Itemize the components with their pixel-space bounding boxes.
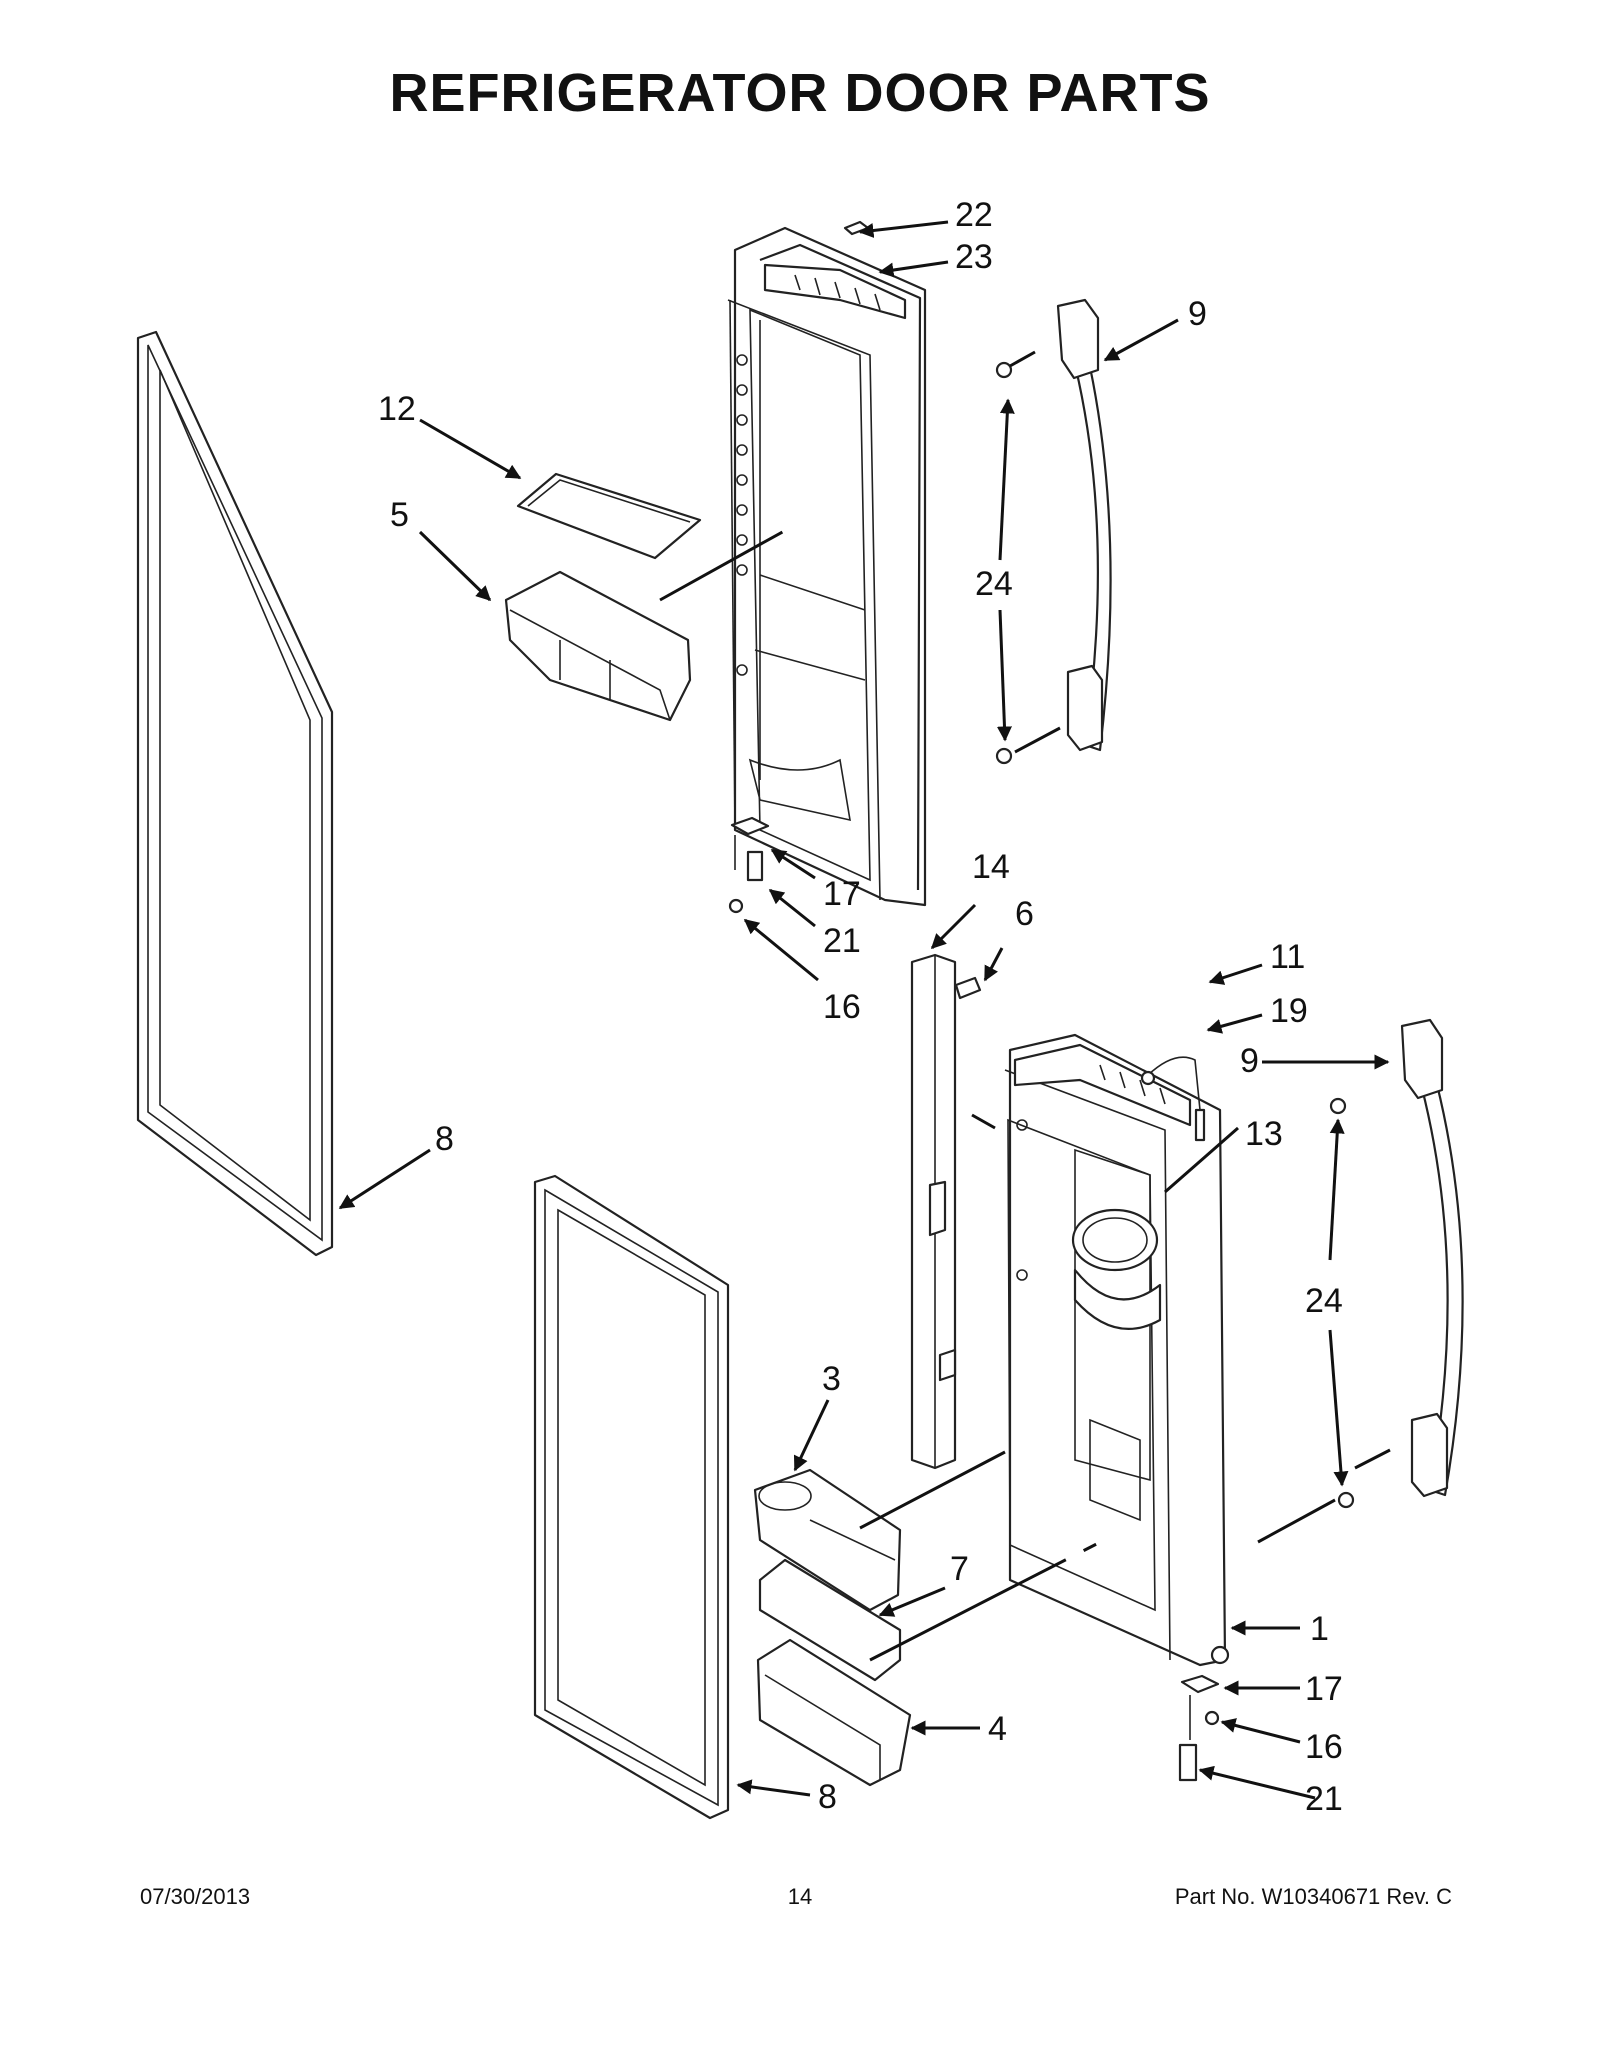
callout-1: 1 bbox=[1310, 1610, 1329, 1648]
lower-door-liner bbox=[1004, 1033, 1230, 1667]
lower-hinge-hardware bbox=[1178, 1674, 1220, 1782]
callout-16-lower: 16 bbox=[1305, 1728, 1343, 1766]
footer-part-number: Part No. W10340671 Rev. C bbox=[1174, 1884, 1452, 1909]
callout-11: 11 bbox=[1270, 938, 1305, 976]
upper-door-handle bbox=[995, 298, 1112, 765]
door-bin-3 bbox=[753, 1468, 902, 1612]
callout-19: 19 bbox=[1270, 992, 1308, 1030]
callout-7: 7 bbox=[950, 1550, 969, 1588]
shelf-peg-column bbox=[736, 354, 748, 676]
callout-24-lower: 24 bbox=[1305, 1282, 1343, 1320]
callout-9-upper: 9 bbox=[1188, 295, 1207, 333]
callout-5: 5 bbox=[390, 496, 409, 534]
callout-17-upper: 17 bbox=[823, 875, 861, 913]
callout-23: 23 bbox=[955, 238, 993, 276]
leader-lines bbox=[338, 220, 1391, 1800]
callout-6: 6 bbox=[1015, 895, 1034, 933]
callout-9-lower: 9 bbox=[1240, 1042, 1259, 1080]
lower-door-handle bbox=[1329, 1018, 1464, 1509]
door-gasket-lower bbox=[533, 1174, 730, 1820]
door-bin-upper bbox=[504, 570, 692, 722]
upper-hinge-hardware bbox=[728, 816, 770, 914]
bin-trim-7 bbox=[758, 1558, 902, 1682]
callout-4: 4 bbox=[988, 1710, 1007, 1748]
callout-8-upper: 8 bbox=[435, 1120, 454, 1158]
callout-12: 12 bbox=[378, 390, 416, 428]
callout-3: 3 bbox=[822, 1360, 841, 1398]
callout-21-upper: 21 bbox=[823, 922, 861, 960]
shelf-cover-part bbox=[516, 472, 702, 560]
callout-17-lower: 17 bbox=[1305, 1670, 1343, 1708]
callout-21-lower: 21 bbox=[1305, 1780, 1343, 1818]
callout-16-upper: 16 bbox=[823, 988, 861, 1026]
mullion-screw bbox=[954, 976, 982, 1000]
callout-13: 13 bbox=[1245, 1115, 1283, 1153]
center-flipper-mullion bbox=[910, 953, 957, 1470]
callout-labels: 22 23 9 12 5 24 8 14 6 17 21 16 11 19 9 … bbox=[378, 196, 1343, 1818]
page-title: REFRIGERATOR DOOR PARTS bbox=[389, 63, 1211, 123]
footer-page-number: 14 bbox=[787, 1884, 813, 1909]
footer-date: 07/30/2013 bbox=[140, 1884, 251, 1909]
callout-24-upper: 24 bbox=[975, 565, 1013, 603]
callout-14: 14 bbox=[972, 848, 1010, 886]
door-bin-4 bbox=[756, 1638, 912, 1787]
water-tube bbox=[1140, 1056, 1206, 1142]
door-gasket-upper bbox=[136, 330, 334, 1257]
callout-22: 22 bbox=[955, 196, 993, 234]
callout-8-lower: 8 bbox=[818, 1778, 837, 1816]
upper-door-liner bbox=[727, 220, 927, 907]
